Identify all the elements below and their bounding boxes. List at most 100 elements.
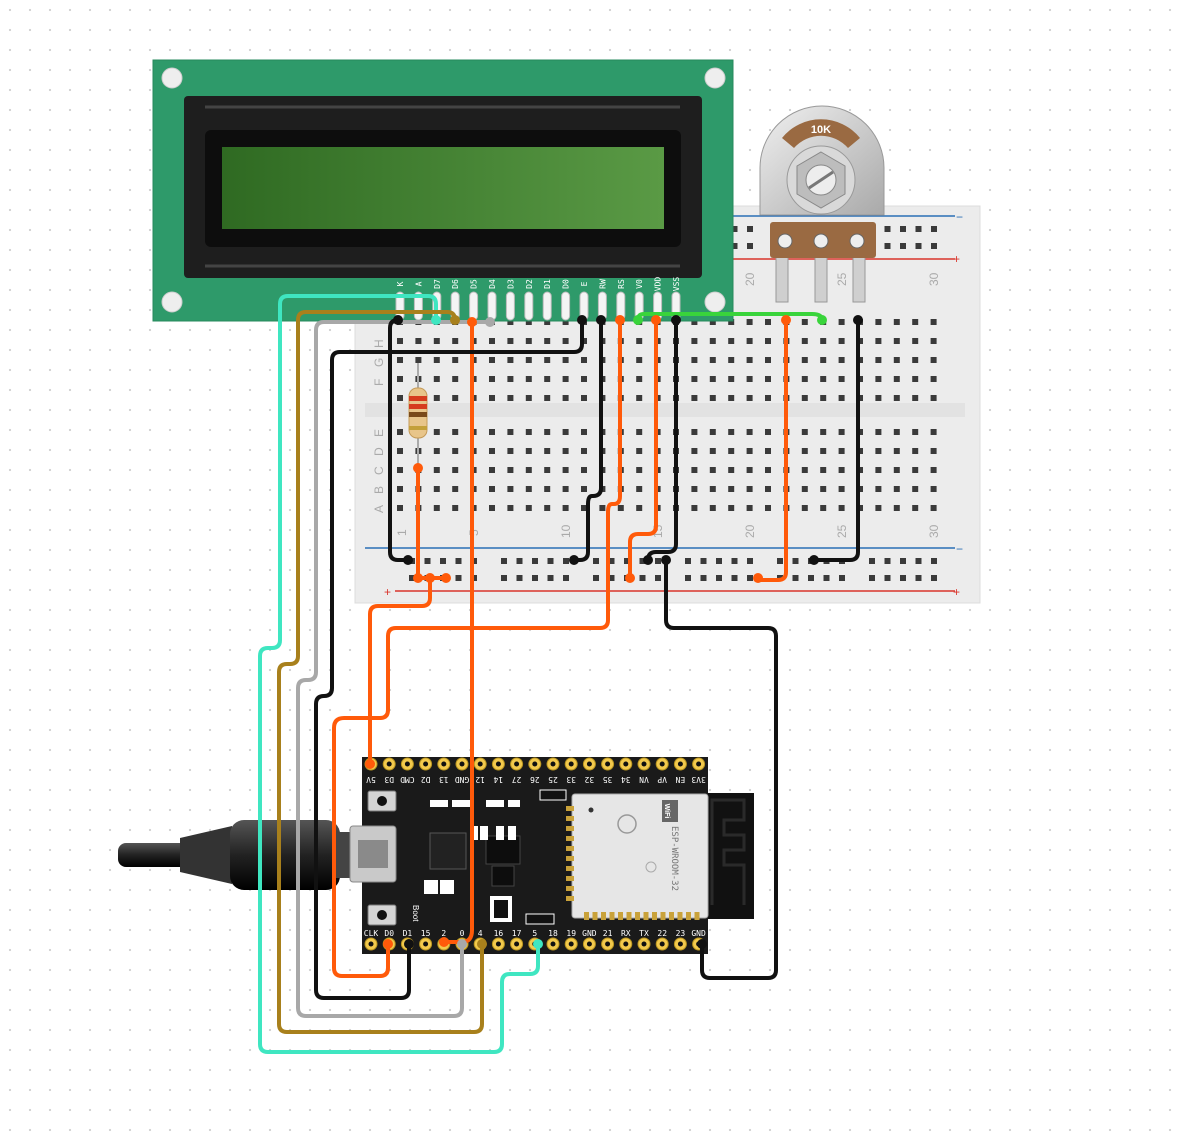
breadboard-hole[interactable] (489, 448, 495, 454)
breadboard-hole[interactable] (912, 486, 919, 492)
breadboard-hole[interactable] (728, 357, 735, 363)
rail-hole[interactable] (547, 558, 554, 564)
breadboard-hole[interactable] (433, 505, 440, 511)
breadboard-hole[interactable] (581, 467, 587, 473)
wire-endpoint[interactable] (643, 555, 653, 565)
breadboard-hole[interactable] (728, 486, 735, 492)
breadboard-hole[interactable] (525, 338, 532, 344)
breadboard-hole[interactable] (544, 505, 551, 511)
breadboard-hole[interactable] (820, 505, 827, 511)
breadboard-hole[interactable] (746, 319, 753, 325)
breadboard-hole[interactable] (525, 505, 532, 511)
wire-endpoint[interactable] (467, 317, 477, 327)
breadboard-hole[interactable] (765, 467, 771, 473)
breadboard-hole[interactable] (544, 338, 551, 344)
breadboard-hole[interactable] (765, 448, 771, 454)
breadboard-hole[interactable] (544, 448, 551, 454)
wire-endpoint[interactable] (404, 939, 414, 949)
breadboard-hole[interactable] (912, 395, 919, 401)
wire-endpoint[interactable] (425, 573, 435, 583)
rail-hole[interactable] (747, 226, 753, 232)
rail-hole[interactable] (731, 558, 738, 564)
breadboard-hole[interactable] (397, 395, 403, 401)
wire-endpoint[interactable] (817, 315, 827, 325)
wire-endpoint[interactable] (413, 573, 423, 583)
breadboard-hole[interactable] (765, 319, 771, 325)
breadboard-hole[interactable] (746, 505, 753, 511)
breadboard-hole[interactable] (507, 319, 514, 325)
breadboard-hole[interactable] (581, 429, 587, 435)
breadboard-hole[interactable] (599, 505, 606, 511)
breadboard-hole[interactable] (875, 429, 882, 435)
wire-endpoint[interactable] (431, 315, 441, 325)
breadboard-hole[interactable] (838, 338, 845, 344)
breadboard-hole[interactable] (691, 395, 698, 401)
wire-endpoint[interactable] (477, 939, 487, 949)
breadboard-hole[interactable] (875, 338, 882, 344)
breadboard-hole[interactable] (507, 395, 514, 401)
rail-hole[interactable] (532, 558, 538, 564)
breadboard-hole[interactable] (820, 338, 827, 344)
breadboard-hole[interactable] (397, 338, 403, 344)
breadboard-hole[interactable] (691, 505, 698, 511)
breadboard-hole[interactable] (930, 448, 937, 454)
breadboard-hole[interactable] (728, 395, 735, 401)
breadboard-hole[interactable] (562, 486, 569, 492)
rail-hole[interactable] (409, 575, 415, 581)
breadboard-hole[interactable] (838, 319, 845, 325)
breadboard-hole[interactable] (875, 319, 882, 325)
breadboard-hole[interactable] (562, 319, 569, 325)
breadboard-hole[interactable] (525, 395, 532, 401)
breadboard-hole[interactable] (489, 395, 495, 401)
rail-hole[interactable] (731, 575, 738, 581)
breadboard-hole[interactable] (397, 429, 403, 435)
rail-hole[interactable] (900, 575, 906, 581)
rail-hole[interactable] (747, 243, 753, 249)
breadboard-hole[interactable] (838, 467, 845, 473)
rail-hole[interactable] (532, 575, 538, 581)
rail-hole[interactable] (777, 558, 783, 564)
breadboard-hole[interactable] (691, 486, 698, 492)
breadboard-hole[interactable] (636, 376, 643, 382)
breadboard-hole[interactable] (820, 486, 827, 492)
wire-endpoint[interactable] (697, 939, 707, 949)
rail-hole[interactable] (608, 558, 615, 564)
breadboard-hole[interactable] (801, 448, 808, 454)
breadboard-hole[interactable] (765, 429, 771, 435)
wire-endpoint[interactable] (457, 939, 467, 949)
breadboard-hole[interactable] (838, 376, 845, 382)
breadboard-hole[interactable] (930, 486, 937, 492)
breadboard-hole[interactable] (433, 429, 440, 435)
rail-hole[interactable] (747, 575, 753, 581)
breadboard-hole[interactable] (746, 357, 753, 363)
breadboard-hole[interactable] (433, 448, 440, 454)
breadboard-hole[interactable] (746, 338, 753, 344)
breadboard-hole[interactable] (912, 338, 919, 344)
breadboard-hole[interactable] (525, 357, 532, 363)
wire-endpoint[interactable] (596, 315, 606, 325)
breadboard-hole[interactable] (875, 467, 882, 473)
rail-hole[interactable] (839, 575, 845, 581)
breadboard-hole[interactable] (765, 357, 771, 363)
rail-hole[interactable] (685, 558, 691, 564)
breadboard-hole[interactable] (838, 486, 845, 492)
breadboard-hole[interactable] (397, 376, 403, 382)
wire-endpoint[interactable] (413, 463, 423, 473)
breadboard-hole[interactable] (893, 319, 900, 325)
breadboard-hole[interactable] (452, 486, 459, 492)
breadboard-hole[interactable] (746, 376, 753, 382)
breadboard-hole[interactable] (875, 376, 882, 382)
rail-hole[interactable] (593, 575, 599, 581)
breadboard-hole[interactable] (452, 376, 459, 382)
breadboard-hole[interactable] (728, 467, 735, 473)
rail-hole[interactable] (915, 558, 922, 564)
breadboard-hole[interactable] (893, 338, 900, 344)
breadboard-hole[interactable] (691, 357, 698, 363)
breadboard-hole[interactable] (544, 319, 551, 325)
breadboard-hole[interactable] (820, 448, 827, 454)
rail-hole[interactable] (455, 558, 462, 564)
breadboard-hole[interactable] (525, 467, 532, 473)
breadboard-hole[interactable] (912, 505, 919, 511)
breadboard-hole[interactable] (912, 448, 919, 454)
breadboard-hole[interactable] (433, 338, 440, 344)
